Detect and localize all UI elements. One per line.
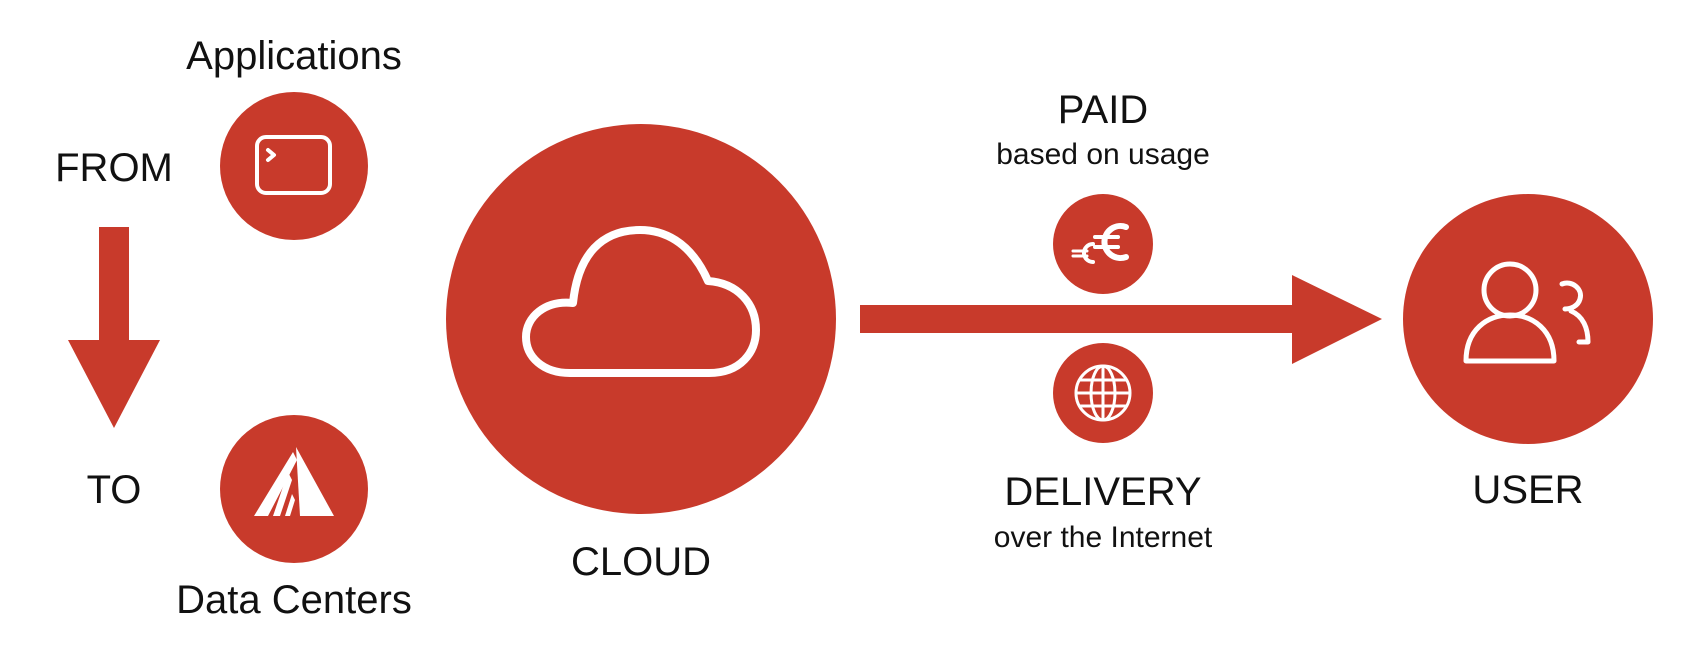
delivery-node xyxy=(1053,343,1153,443)
cloud-label: CLOUD xyxy=(570,540,712,584)
delivery-subtitle: over the Internet xyxy=(993,521,1213,554)
data-centers-node xyxy=(220,415,368,563)
paid-node xyxy=(1053,194,1153,294)
paid-title: PAID xyxy=(1057,88,1149,132)
terminal-window-icon xyxy=(255,135,332,195)
euro-icon xyxy=(1071,223,1129,264)
globe-icon xyxy=(1074,364,1132,422)
cloud-icon xyxy=(522,226,760,377)
cloud-node xyxy=(446,124,836,514)
applications-node xyxy=(220,92,368,240)
down-arrow xyxy=(68,227,160,428)
from-label: FROM xyxy=(55,146,173,190)
data-centers-label: Data Centers xyxy=(176,578,412,622)
to-label: TO xyxy=(86,468,142,512)
user-node xyxy=(1403,194,1653,444)
delivery-arrow xyxy=(860,275,1382,364)
users-icon xyxy=(1463,261,1591,364)
mountain-icon xyxy=(254,447,334,516)
paid-subtitle: based on usage xyxy=(996,138,1210,171)
delivery-title: DELIVERY xyxy=(1004,470,1202,514)
applications-label: Applications xyxy=(186,34,402,78)
user-label: USER xyxy=(1472,468,1584,512)
